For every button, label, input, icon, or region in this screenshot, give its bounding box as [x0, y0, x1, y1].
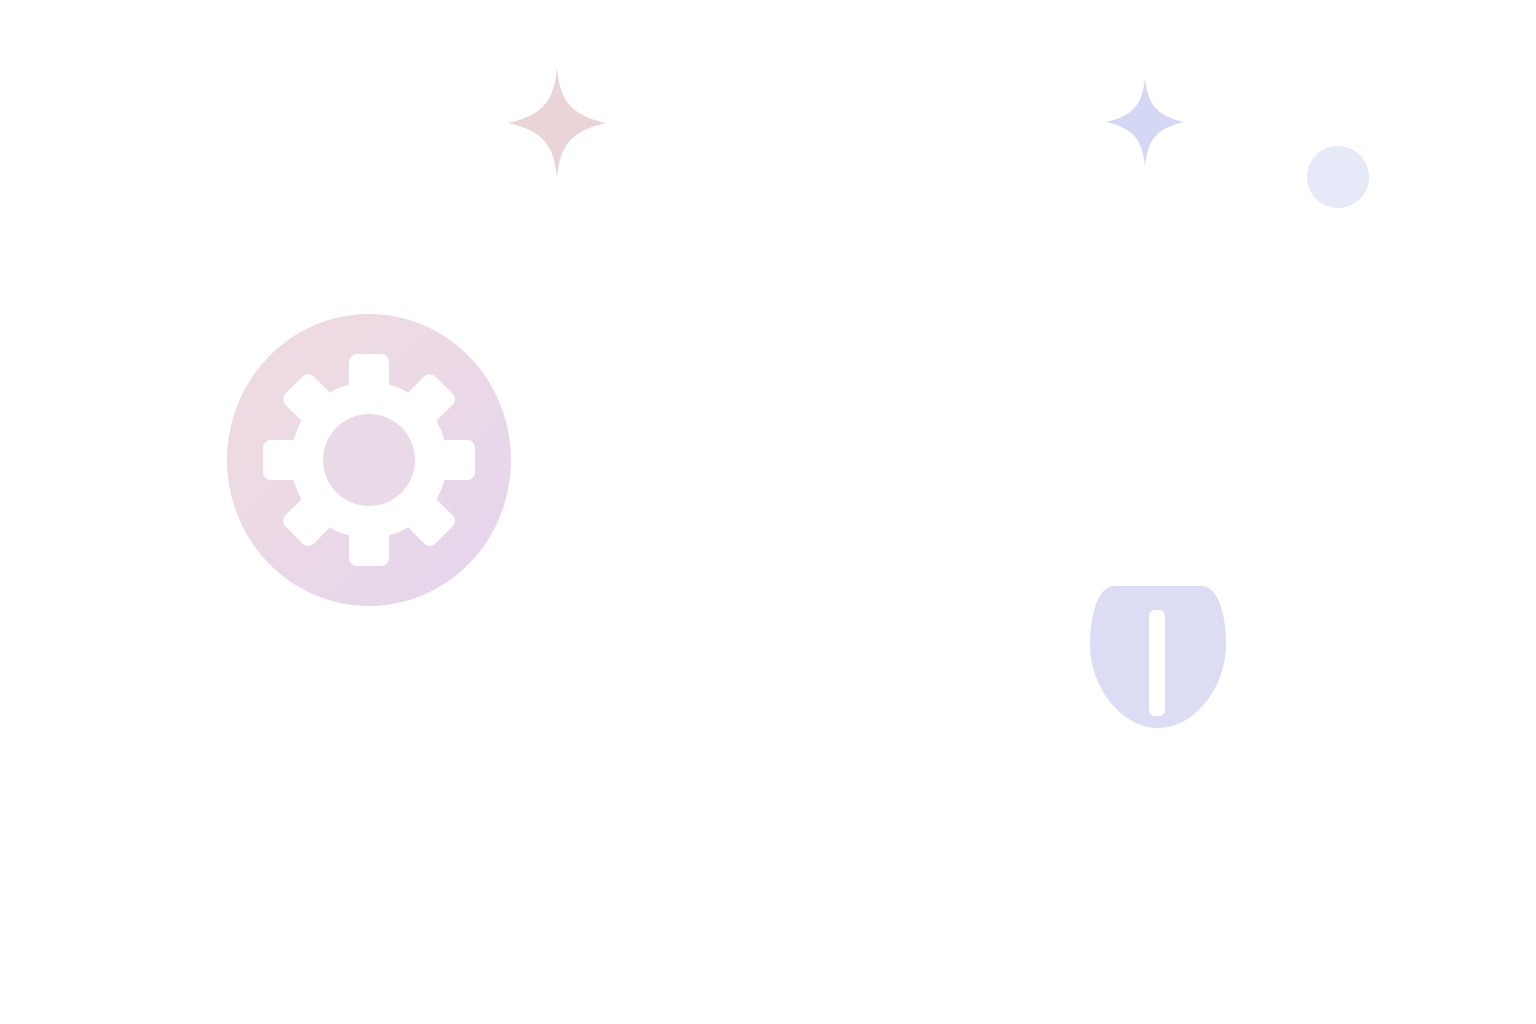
gear-icon	[263, 354, 475, 566]
sparkle-icon	[506, 66, 608, 180]
dot	[1307, 146, 1369, 208]
info-badge	[1088, 584, 1228, 730]
sparkle-left-shape	[508, 68, 606, 178]
info-bar-icon	[1149, 610, 1165, 716]
sparkle-right-shape	[1106, 78, 1184, 166]
gear-badge	[226, 312, 512, 608]
sparkle-icon	[1104, 76, 1186, 168]
